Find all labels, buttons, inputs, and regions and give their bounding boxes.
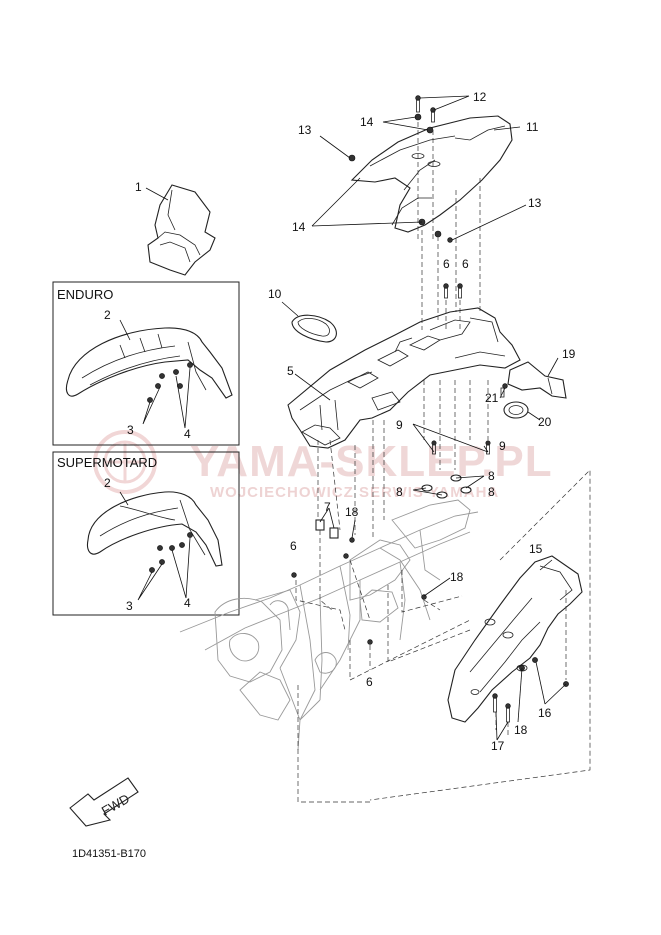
callout-11: 11 [526, 120, 539, 134]
callout-numbers: 1 2 3 4 2 3 4 5 6 6 6 6 7 8 8 8 9 9 10 1… [104, 90, 576, 753]
callout-15: 15 [529, 542, 543, 556]
callout-2-enduro: 2 [104, 308, 111, 322]
callout-3-supermotard: 3 [126, 599, 133, 613]
callout-8-right-top: 8 [488, 469, 495, 483]
callout-9-left: 9 [396, 418, 403, 432]
forward-direction-arrow: FWD [69, 777, 139, 827]
callout-4-enduro: 4 [184, 427, 191, 441]
motorcycle-frame [179, 499, 479, 751]
callout-18-right: 18 [450, 570, 464, 584]
callout-20: 20 [538, 415, 552, 429]
side-cover[interactable] [447, 555, 583, 723]
callout-6-top-right: 6 [462, 257, 469, 271]
enduro-label: ENDURO [57, 287, 113, 302]
callout-7: 7 [324, 500, 331, 514]
rear-fender[interactable] [350, 115, 513, 233]
o-ring-seal[interactable] [291, 314, 337, 343]
supermotard-variant-box [52, 451, 240, 616]
leader-lines [119, 95, 567, 741]
callout-9-right: 9 [499, 439, 506, 453]
front-fender-supermotard[interactable] [86, 491, 223, 567]
callout-14-left: 14 [292, 220, 306, 234]
callout-5: 5 [287, 364, 294, 378]
front-fender-enduro[interactable] [65, 327, 233, 399]
callout-6-low: 6 [366, 675, 373, 689]
callout-13-right: 13 [528, 196, 542, 210]
watermark-sub-text: WOJCIECHOWICZ SERWIS YAMAHA [210, 484, 499, 501]
supermotard-label: SUPERMOTARD [57, 455, 157, 470]
watermark-main-text: YAMA-SKLEP.PL [190, 437, 553, 486]
watermark-logo [93, 430, 157, 494]
supermotard-fasteners [149, 532, 193, 573]
callout-16: 16 [538, 706, 552, 720]
callout-17: 17 [491, 739, 505, 753]
reflector[interactable] [503, 401, 529, 419]
diagram-code: 1D41351-B170 [72, 848, 146, 860]
callout-1: 1 [135, 180, 142, 194]
callout-18-side-cover: 18 [514, 723, 528, 737]
rear-inner-fender[interactable] [287, 307, 521, 449]
callout-6-mid: 6 [290, 539, 297, 553]
enduro-variant-box [52, 281, 240, 446]
callout-8-right-bottom: 8 [488, 485, 495, 499]
callout-3-enduro: 3 [127, 423, 134, 437]
callout-12: 12 [473, 90, 487, 104]
rear-bracket[interactable] [507, 361, 567, 399]
callout-8-left: 8 [396, 485, 403, 499]
callout-6-top-left: 6 [443, 257, 450, 271]
enduro-fasteners [147, 362, 193, 403]
callout-18-upper: 18 [345, 505, 359, 519]
headlight-cowl[interactable] [147, 184, 216, 276]
callout-19: 19 [562, 347, 576, 361]
callout-13-top: 13 [298, 123, 312, 137]
callout-4-supermotard: 4 [184, 596, 191, 610]
loose-fasteners [291, 283, 491, 645]
callout-2-supermotard: 2 [104, 476, 111, 490]
callout-10: 10 [268, 287, 282, 301]
callout-21: 21 [485, 391, 499, 405]
callout-14-top: 14 [360, 115, 374, 129]
